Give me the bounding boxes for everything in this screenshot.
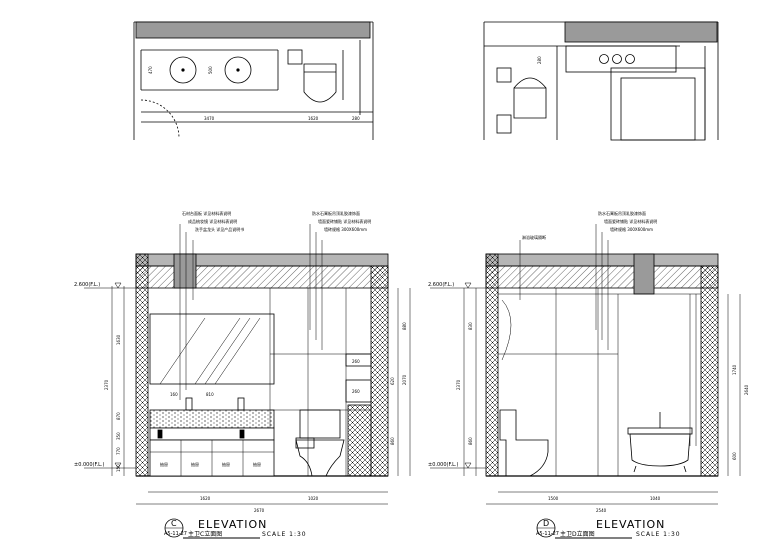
toilet-tank (299, 409, 341, 439)
plan-right-dim-1: 280 (537, 56, 542, 64)
dim-r-bottom-1: 1500 (548, 496, 559, 501)
callout-1: 石材台面板 详见材料表说明 (182, 210, 231, 216)
toilet-bowl (295, 439, 345, 477)
vanity-dim-1: 810 (206, 392, 214, 397)
dim-r-right-2: 2640 (744, 384, 749, 395)
toilet-plan (303, 63, 337, 103)
vanity-countertop (149, 409, 275, 429)
dim-bottom-2: 1020 (308, 496, 319, 501)
callout-2: 成品梳妆镜 详见材料表说明 (188, 218, 237, 224)
callout-r-3: 墙砖规格 300X600mm (610, 226, 653, 232)
scale-left: SCALE 1:30 (262, 531, 307, 538)
left-wall (135, 253, 149, 477)
dim-left-1: 1630 (116, 334, 121, 345)
dim-r-left-2: 2370 (456, 379, 461, 390)
plan-left-dim-1: 470 (148, 66, 153, 74)
dim-bottom-1: 1620 (200, 496, 211, 501)
title-left: ELEVATION (198, 518, 267, 531)
callout-5: 墙面瓷砖铺贴 详见材料表说明 (318, 218, 371, 224)
sink-right (224, 56, 252, 84)
dim-r-right-3: 600 (732, 452, 737, 460)
dim-left-5: 770 (116, 447, 121, 455)
bubble-right-sheet: A5-11-27 (536, 531, 559, 537)
dim-r-bottom-total: 2540 (596, 508, 607, 513)
plan-left-dim-3: 3470 (204, 116, 215, 121)
plan-right-vanity (565, 45, 677, 73)
callout-r-4: 淋浴玻璃隔断 (522, 234, 546, 240)
dim-right-4: 860 (390, 437, 395, 445)
plan-left (133, 21, 374, 140)
bathtub-rim (627, 427, 693, 435)
title-right: ELEVATION (596, 518, 665, 531)
callout-r-2: 墙面瓷砖铺贴 详见材料表说明 (604, 218, 657, 224)
level-floor-right: ±0.000(F.L.) (428, 462, 458, 468)
duct (173, 253, 197, 289)
callout-4: 防水石膏板吊顶乳胶漆饰面 (312, 210, 360, 216)
dim-right-3: 2070 (402, 374, 407, 385)
dim-left-6: 150 (116, 464, 121, 472)
level-top-left: 2.600(F.L.) (74, 282, 100, 288)
caption-left: 主卫C立面图 (188, 530, 222, 538)
plan-left-box (287, 49, 303, 65)
elevation-right (430, 224, 741, 539)
plan-right-box-2 (496, 114, 512, 134)
scale-right: SCALE 1:30 (636, 531, 681, 538)
plan-right-box-1 (496, 67, 512, 83)
left-wall-right (485, 253, 499, 477)
drawer-3: 抽屉 (222, 461, 230, 467)
dim-left-4: 350 (116, 432, 121, 440)
right-wall (370, 265, 389, 477)
dim-r-left-3: 860 (468, 437, 473, 445)
dim-shelf-2: 260 (352, 389, 360, 394)
plan-left-top-wall (135, 21, 371, 39)
plan-left-dim-4: 1620 (308, 116, 319, 121)
drawer-2: 抽屉 (191, 461, 199, 467)
caption-right: 主卫D立面图 (560, 530, 595, 538)
knob-2 (612, 54, 622, 64)
bubble-right-number: D (543, 519, 549, 528)
dim-right-1: 880 (402, 322, 407, 330)
sink-left (169, 56, 197, 84)
dim-left-3: 870 (116, 412, 121, 420)
bubble-left-number: C (171, 519, 177, 528)
bathtub (629, 433, 691, 467)
drawer-4: 抽屉 (253, 461, 261, 467)
plan-left-dim-5: 280 (352, 116, 360, 121)
bubble-left-sheet: A5-11-27 (164, 531, 187, 537)
dim-r-bottom-2: 1040 (650, 496, 661, 501)
vanity-dim-2: 160 (170, 392, 178, 397)
dim-r-left-1: 830 (468, 322, 473, 330)
knob-1 (599, 54, 609, 64)
door-swing (140, 99, 180, 139)
dim-shelf-1: 260 (352, 359, 360, 364)
callout-r-1: 防水石膏板吊顶乳胶漆饰面 (598, 210, 646, 216)
callout-6: 墙砖规格 300X600mm (324, 226, 367, 232)
mirror (149, 313, 275, 385)
elevation-left (84, 224, 411, 539)
knob-3 (625, 54, 635, 64)
level-top-right: 2.600(F.L.) (428, 282, 454, 288)
dim-right-2: 620 (390, 377, 395, 385)
level-floor-left: ±0.000(F.L.) (74, 462, 104, 468)
dim-r-right-1: 1740 (732, 364, 737, 375)
plan-right (483, 21, 719, 141)
plan-right-top-wall (564, 21, 718, 43)
dim-left-2: 2370 (104, 379, 109, 390)
plan-left-dim-2: 500 (208, 66, 213, 74)
toilet-side (499, 409, 549, 477)
drawer-1: 抽屉 (160, 461, 168, 467)
right-wall-right (700, 265, 719, 477)
callout-3: 洗手盆龙头 详见产品说明书 (195, 226, 244, 232)
dim-bottom-total: 2670 (254, 508, 265, 513)
